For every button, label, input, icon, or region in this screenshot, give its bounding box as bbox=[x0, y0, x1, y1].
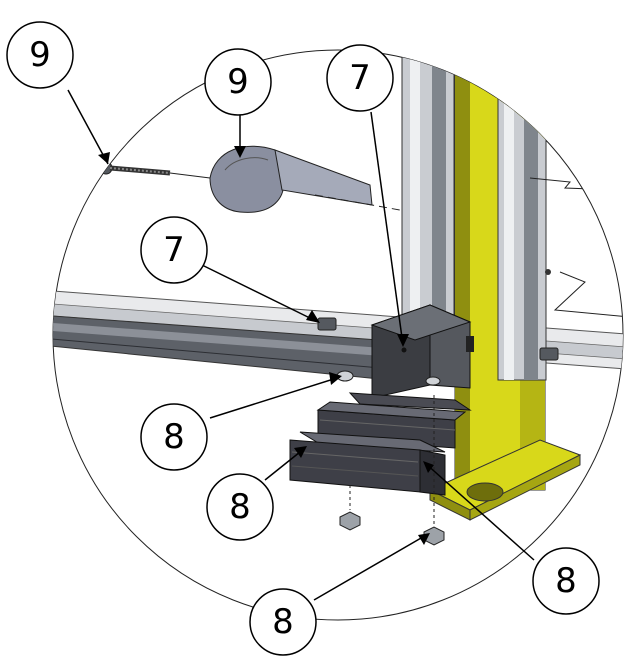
callout-label: 8 bbox=[229, 487, 251, 527]
vertical-profile-right bbox=[497, 50, 551, 381]
callout-7-top: 7 bbox=[326, 44, 394, 112]
callout-8-left: 8 bbox=[140, 403, 208, 471]
callout-8-bottom: 8 bbox=[249, 588, 317, 656]
leader-8d bbox=[313, 533, 429, 601]
callout-label: 8 bbox=[163, 417, 185, 457]
callout-label: 8 bbox=[272, 602, 294, 642]
vertical-profile-left bbox=[401, 50, 455, 331]
callout-8-right: 8 bbox=[532, 547, 600, 615]
slide-block-front bbox=[289, 431, 446, 496]
leader-7a bbox=[201, 264, 319, 323]
leader-8c bbox=[424, 462, 535, 561]
callout-7-left: 7 bbox=[140, 216, 208, 284]
callout-label: 9 bbox=[29, 35, 51, 75]
hardware bbox=[317, 317, 559, 546]
slide-block-rear bbox=[316, 392, 472, 449]
assembly-drawing bbox=[53, 50, 623, 546]
leader-7b bbox=[370, 111, 404, 346]
callout-8-center: 8 bbox=[206, 473, 274, 541]
callout-label: 7 bbox=[163, 230, 185, 270]
callout-9-top-left: 9 bbox=[6, 21, 74, 89]
callout-9-top: 9 bbox=[204, 48, 272, 116]
callout-label: 7 bbox=[349, 58, 371, 98]
leader-8a bbox=[209, 376, 341, 419]
leader-arrowheads bbox=[98, 146, 434, 545]
callout-label: 8 bbox=[555, 561, 577, 601]
leader-9a bbox=[67, 89, 109, 165]
end-cap bbox=[209, 145, 401, 213]
callout-label: 9 bbox=[227, 62, 249, 102]
